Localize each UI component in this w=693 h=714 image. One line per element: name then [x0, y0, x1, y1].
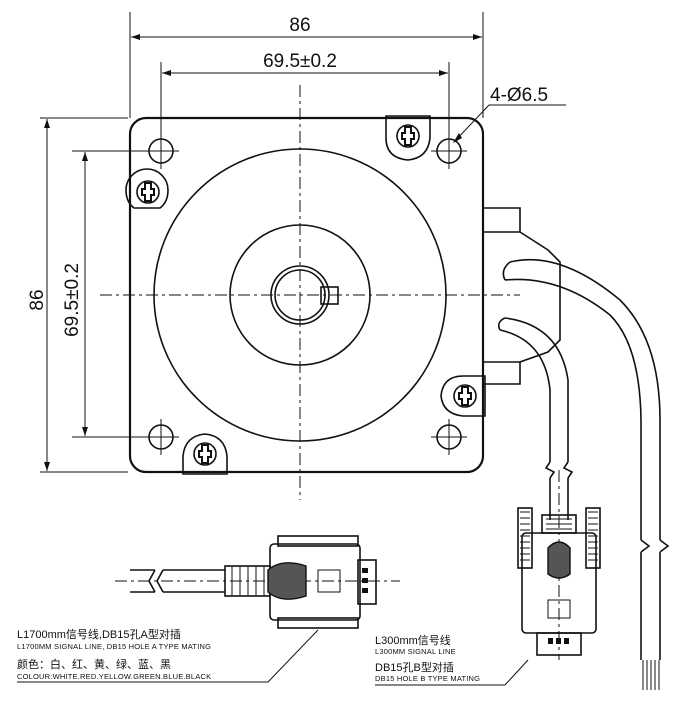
mounting-hole — [143, 419, 179, 455]
mounting-hole — [431, 133, 467, 169]
cable-a-label-cn: L1700mm信号线,DB15孔A型对插 — [17, 627, 181, 641]
leader-cable-b — [375, 659, 529, 686]
screw-icon — [125, 168, 169, 209]
mounting-hole — [143, 133, 179, 169]
hole-callout-label: 4-Ø6.5 — [490, 85, 548, 106]
cable-a-label-en: L1700MM SIGNAL LINE, DB15 HOLE A TYPE MA… — [17, 642, 211, 651]
cable-b-connector-en: DB15 HOLE B TYPE MATING — [375, 674, 480, 683]
mounting-hole — [431, 419, 467, 455]
cable-a-colour-en: COLOUR:WHITE.RED.YELLOW.GREEN.BLUE.BLACK — [17, 672, 211, 681]
db15-connector-b — [517, 470, 601, 660]
width-hole-spacing-label: 69.5±0.2 — [263, 51, 337, 72]
dimension-width-hole-spacing: 69.5±0.2 — [160, 51, 450, 150]
cable-outlet-block — [483, 207, 561, 385]
dimension-width-overall: 86 — [129, 12, 484, 118]
cable-short — [498, 317, 574, 520]
db15-connector-a — [115, 535, 400, 629]
dimension-height-hole-spacing: 69.5±0.2 — [62, 150, 160, 438]
dimension-height-overall: 86 — [27, 117, 128, 473]
screw-icon — [440, 375, 486, 417]
width-overall-label: 86 — [289, 15, 310, 36]
hole-callout: 4-Ø6.5 — [453, 85, 566, 143]
height-overall-label: 86 — [27, 289, 48, 310]
cable-a-colour-cn: 颜色：白、红、黄、绿、蓝、黑 — [17, 657, 171, 671]
cable-b-label-cn: L300mm信号线 — [375, 633, 451, 647]
screw-icon — [385, 115, 431, 161]
leader-cable-a — [17, 629, 319, 683]
height-hole-spacing-label: 69.5±0.2 — [62, 263, 83, 337]
cable-b-label-en: L300MM SIGNAL LINE — [375, 647, 456, 656]
center-lines — [100, 85, 520, 500]
cable-b-connector-cn: DB15孔B型对插 — [375, 660, 454, 674]
screw-icon — [182, 433, 228, 475]
cable-long — [502, 258, 670, 690]
